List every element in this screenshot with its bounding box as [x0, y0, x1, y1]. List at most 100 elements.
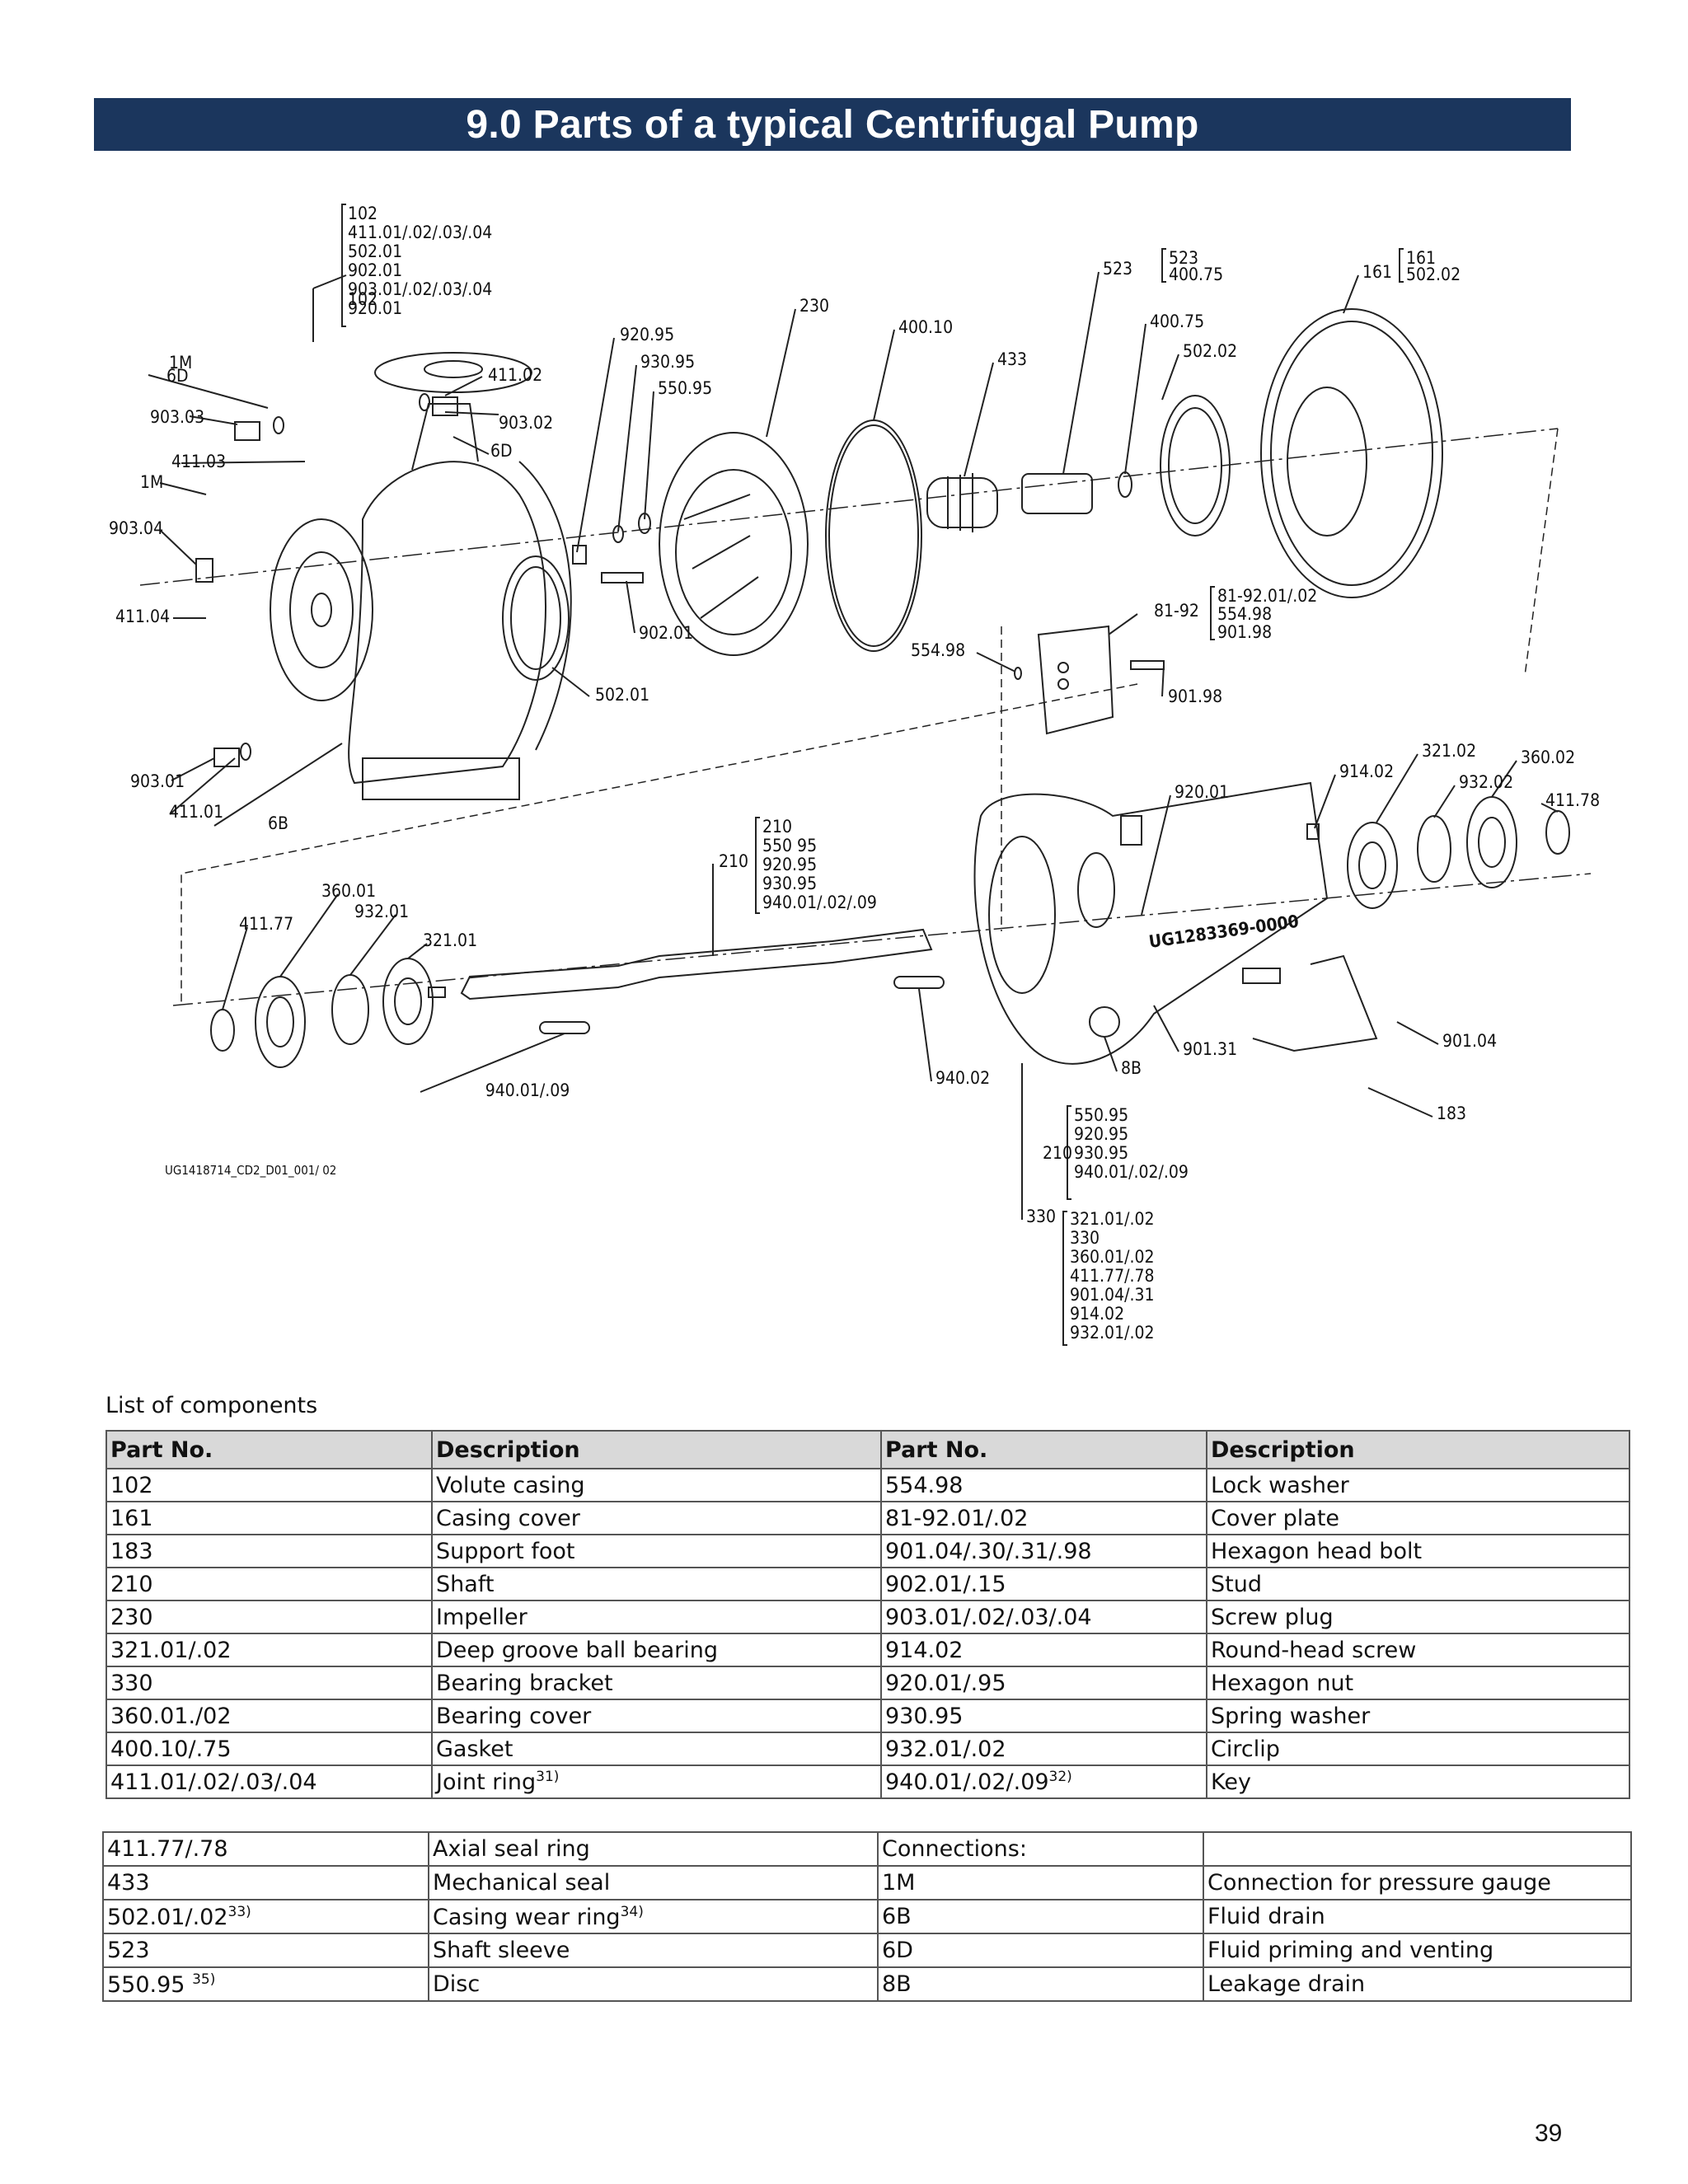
callout-183: 183: [1437, 1104, 1466, 1123]
components-table-continued: 411.77/.78 Axial seal ring Connections: …: [102, 1831, 1632, 2002]
part-no-cell: 932.01/.02: [880, 1732, 1207, 1766]
callout-903-02: 903.02: [499, 413, 553, 433]
callout-411-02: 411.02: [488, 365, 542, 385]
part-no-cell: 903.01/.02/.03/.04: [880, 1600, 1207, 1634]
callout-940-01: 940.01/.09: [485, 1080, 570, 1100]
description-cell: Gasket: [431, 1732, 882, 1766]
header-part-no: Part No.: [106, 1430, 433, 1469]
callout-554-98: 554.98: [911, 640, 965, 660]
description-cell: Volute casing: [431, 1468, 882, 1502]
description-cell: Shaft sleeve: [428, 1933, 879, 1968]
part-no-cell: 230: [106, 1600, 433, 1634]
part-no-cell: 902.01/.15: [880, 1567, 1207, 1601]
description-cell: Deep groove ball bearing: [431, 1633, 882, 1667]
description-cell: Key: [1206, 1765, 1630, 1799]
callout-360-01: 360.01: [321, 881, 376, 901]
description-cell: Casing wear ring34): [428, 1899, 879, 1934]
connection-code-cell: 8B: [877, 1966, 1204, 2002]
callout-330: 330: [1026, 1207, 1056, 1226]
header-description: Description: [431, 1430, 882, 1469]
callout-903-01: 903.01: [130, 771, 185, 791]
header-part-no-2: Part No.: [880, 1430, 1207, 1469]
part-no-cell: 502.01/.0233): [102, 1899, 429, 1934]
callout-930-95: 930.95: [640, 352, 695, 372]
group-330-list: 321.01/.02 330 360.01/.02 411.77/.78 901…: [1070, 1209, 1160, 1343]
callout-411-77: 411.77: [239, 914, 293, 934]
description-cell: Casing cover: [431, 1501, 882, 1535]
callout-903-04: 903.04: [109, 518, 163, 538]
part-no-cell: 81-92.01/.02: [880, 1501, 1207, 1535]
part-no-cell: 554.98: [880, 1468, 1207, 1502]
callout-400-10: 400.10: [898, 317, 953, 337]
description-cell: Hexagon nut: [1206, 1666, 1630, 1700]
drawing-reference: UG1418714_CD2_D01_001/ 02: [165, 1163, 336, 1179]
group-523-list: 523 400.75: [1169, 248, 1223, 284]
description-cell: Spring washer: [1206, 1699, 1630, 1733]
callout-940-02: 940.02: [935, 1068, 990, 1088]
callout-6d: 6D: [166, 366, 189, 386]
callout-502-02: 502.02: [1183, 341, 1237, 361]
description-cell: Joint ring31): [431, 1765, 882, 1799]
description-cell: Fluid drain: [1203, 1899, 1632, 1934]
part-no-cell: 102: [106, 1468, 433, 1502]
callout-321-01: 321.01: [423, 930, 477, 950]
callout-932-01: 932.01: [354, 902, 409, 921]
description-cell: Screw plug: [1206, 1600, 1630, 1634]
callout-903-03: 903.03: [150, 407, 204, 427]
callout-411-03: 411.03: [171, 452, 226, 471]
connections-label: Connections:: [877, 1831, 1204, 1867]
callout-161: 161: [1362, 262, 1392, 282]
callout-411-04: 411.04: [115, 607, 170, 626]
casing-marking: UG1283369-0000: [1147, 912, 1300, 952]
callout-360-02: 360.02: [1521, 748, 1575, 767]
table-row: 433 Mechanical seal 1M Connection for pr…: [102, 1865, 1632, 1900]
callout-81-92: 81-92: [1154, 601, 1199, 621]
table-header-row: Part No. Description Part No. Descriptio…: [106, 1430, 1630, 1469]
callout-914-02: 914.02: [1339, 762, 1394, 781]
part-no-cell: 920.01/.95: [880, 1666, 1207, 1700]
table-row: 550.95 35) Disc 8B Leakage drain: [102, 1966, 1632, 2002]
part-no-cell: 914.02: [880, 1633, 1207, 1667]
table-row: 411.77/.78 Axial seal ring Connections:: [102, 1831, 1632, 1867]
description-cell: Mechanical seal: [428, 1865, 879, 1900]
callout-901-04: 901.04: [1442, 1031, 1497, 1051]
components-table: Part No. Description Part No. Descriptio…: [106, 1430, 1630, 1799]
callout-1m: 1M: [169, 353, 192, 373]
part-no-cell: 940.01/.02/.0932): [880, 1765, 1207, 1799]
callout-411-78: 411.78: [1545, 790, 1600, 810]
page-number: 39: [1535, 2120, 1563, 2147]
part-no-cell: 433: [102, 1865, 429, 1900]
callout-411-01: 411.01: [169, 802, 223, 822]
callout-901-98: 901.98: [1168, 687, 1222, 706]
part-no-cell: 161: [106, 1501, 433, 1535]
table-row: 411.01/.02/.03/.04 Joint ring31) 940.01/…: [106, 1765, 1630, 1799]
part-no-cell: 901.04/.30/.31/.98: [880, 1534, 1207, 1568]
table-row: 523 Shaft sleeve 6D Fluid priming and ve…: [102, 1933, 1632, 1968]
callout-321-02: 321.02: [1422, 741, 1476, 761]
connection-code-cell: 1M: [877, 1865, 1204, 1900]
header-description-2: Description: [1206, 1430, 1630, 1469]
group-81-92-list: 81-92.01/.02 554.98 901.98: [1217, 586, 1322, 642]
part-no-cell: 930.95: [880, 1699, 1207, 1733]
description-cell: Round-head screw: [1206, 1633, 1630, 1667]
description-cell: Leakage drain: [1203, 1966, 1632, 2002]
part-no-cell: 411.01/.02/.03/.04: [106, 1765, 433, 1799]
description-cell: Stud: [1206, 1567, 1630, 1601]
description-cell: Connection for pressure gauge: [1203, 1865, 1632, 1900]
description-cell: Circlip: [1206, 1732, 1630, 1766]
group-210b-list: 210 550.95 920.95 930.95 940.01/.02/.09: [1074, 1105, 1189, 1182]
connection-code-cell: 6B: [877, 1899, 1204, 1934]
description-cell: Axial seal ring: [428, 1831, 879, 1867]
connection-code-cell: 6D: [877, 1933, 1204, 1968]
callout-502-01: 502.01: [595, 685, 649, 705]
part-no-cell: 330: [106, 1666, 433, 1700]
description-cell: Shaft: [431, 1567, 882, 1601]
callout-210-b: 210: [1043, 1143, 1072, 1163]
list-caption: List of components: [106, 1393, 318, 1418]
